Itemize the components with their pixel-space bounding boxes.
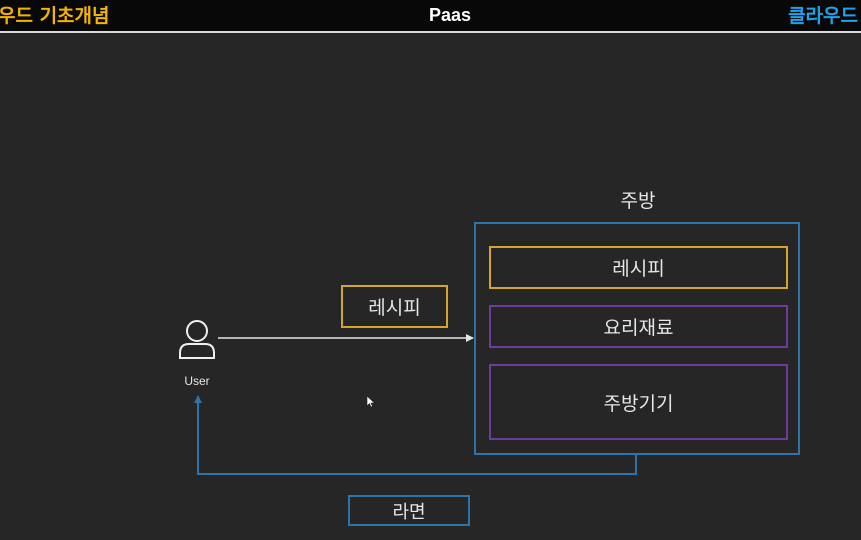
kitchen-appliances-label: 주방기기 bbox=[603, 392, 674, 415]
kitchen-recipe-box: 레시피 bbox=[489, 246, 788, 289]
response-ramen-label: 라면 bbox=[392, 501, 426, 523]
kitchen-container bbox=[474, 222, 800, 455]
kitchen-appliances-box: 주방기기 bbox=[489, 364, 788, 440]
slide-title: Paas bbox=[428, 5, 472, 25]
response-arrow bbox=[194, 395, 637, 475]
kitchen-ingredients-label: 요리재료 bbox=[603, 317, 674, 339]
header-bar: 우드 기초개념 Paas 클라우드 bbox=[0, 0, 861, 33]
request-recipe-box: 레시피 bbox=[341, 285, 448, 328]
request-recipe-label: 레시피 bbox=[368, 297, 421, 319]
response-ramen-box: 라면 bbox=[348, 495, 470, 526]
header-left-title: 우드 기초개념 bbox=[0, 5, 110, 27]
kitchen-label: 주방 bbox=[620, 190, 656, 212]
kitchen-ingredients-box: 요리재료 bbox=[489, 305, 788, 348]
cursor-icon bbox=[366, 395, 376, 408]
user-label: User bbox=[184, 374, 210, 388]
header-right-title: 클라우드 bbox=[788, 5, 858, 27]
user-icon bbox=[179, 320, 215, 359]
kitchen-recipe-label: 레시피 bbox=[612, 258, 665, 280]
